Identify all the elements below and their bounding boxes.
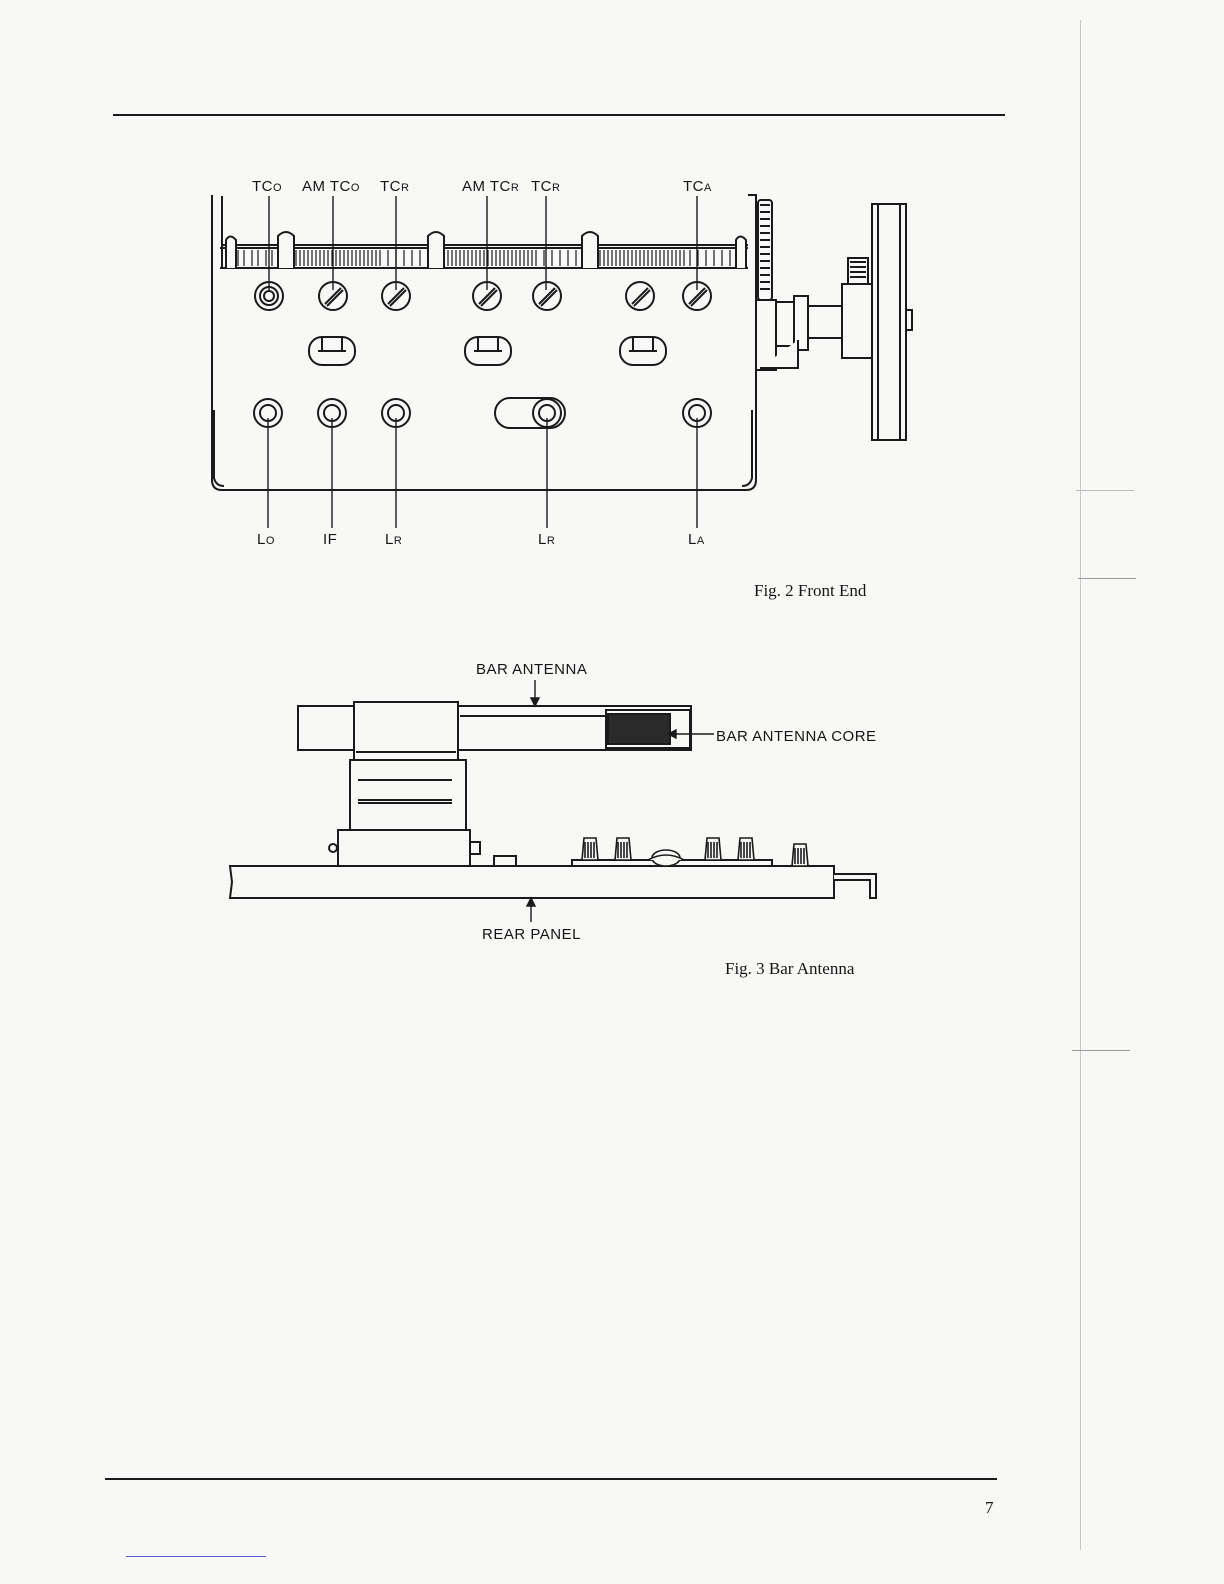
margin-binding-line bbox=[1080, 20, 1081, 1550]
margin-tick bbox=[1072, 1050, 1130, 1051]
scan-edge-line bbox=[126, 1556, 266, 1557]
label-bar-antenna: BAR ANTENNA bbox=[476, 661, 587, 678]
page-number: 7 bbox=[985, 1498, 994, 1518]
label-bar-antenna-core: BAR ANTENNA CORE bbox=[716, 728, 877, 745]
label-rear-panel: REAR PANEL bbox=[482, 926, 581, 943]
bar-antenna-diagram bbox=[0, 0, 1224, 1000]
margin-tick bbox=[1078, 578, 1136, 579]
figure-3-caption: Fig. 3 Bar Antenna bbox=[725, 959, 854, 979]
footer-rule bbox=[105, 1478, 997, 1480]
margin-tick bbox=[1076, 490, 1134, 491]
